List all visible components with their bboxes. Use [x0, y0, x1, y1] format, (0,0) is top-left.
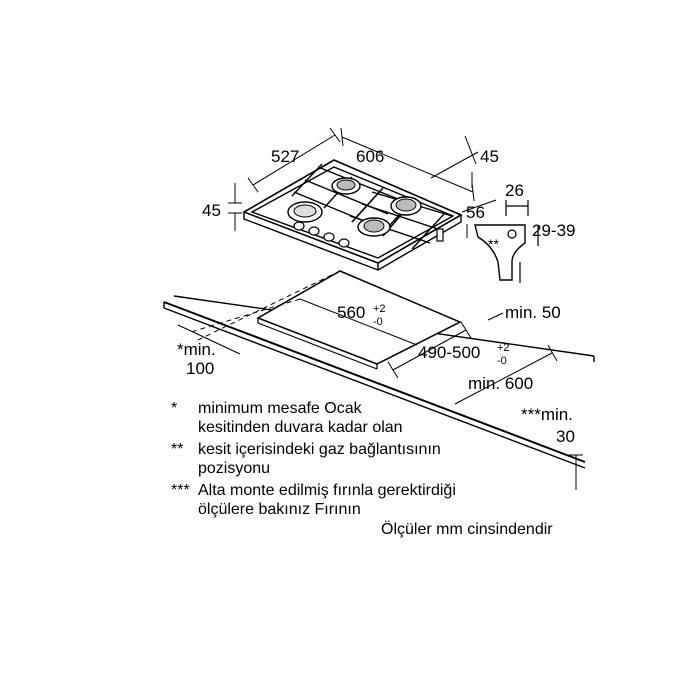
dim-back-min: min. 50 — [505, 303, 561, 322]
note-3-line-1: Alta monte edilmiş fırınla gerektirdiği — [198, 482, 456, 499]
dim-cutout-width: 560 — [337, 303, 365, 322]
note-3-mark: *** — [171, 482, 190, 499]
dim-top-offset: 45 — [480, 147, 499, 166]
note-1-line-1: minimum mesafe Ocak — [198, 400, 362, 417]
dim-side-min-value: 100 — [186, 359, 214, 378]
worktop-drawing — [163, 270, 595, 469]
dim-cutout-width-tol-plus: +2 — [373, 303, 386, 315]
dim-bottom-min-label: ***min. — [521, 405, 573, 424]
dim-front-min: min. 600 — [468, 374, 533, 393]
hob-drawing — [242, 159, 463, 271]
gas-connector-stub — [436, 228, 444, 242]
dim-cutout-depth: 490-500 — [418, 343, 480, 362]
dim-cutout-depth-tol-minus: -0 — [497, 355, 507, 367]
note-2-line-2: pozisyonu — [198, 460, 271, 477]
burner-rear-right — [390, 196, 422, 216]
dim-connector-width: 26 — [505, 181, 524, 200]
dim-cutout-depth-tol-plus: +2 — [497, 342, 510, 354]
note-2-mark: ** — [171, 441, 184, 458]
dim-side-min-label: *min. — [177, 340, 216, 359]
dim-bottom-min-value: 30 — [556, 427, 575, 446]
burner-front-right — [357, 217, 391, 237]
note-2-line-1: kesit içerisindeki gaz bağlantısının — [198, 441, 441, 458]
control-knobs — [293, 221, 350, 248]
note-1-line-2: kesitinden duvara kadar olan — [198, 419, 403, 436]
dim-hob-depth: 527 — [271, 147, 299, 166]
burner-front-left — [287, 201, 323, 223]
dim-cutout-width-tol-minus: -0 — [373, 316, 383, 328]
connector-detail — [474, 200, 539, 283]
worktop-dimension-lines — [177, 298, 583, 490]
connector-mark: ** — [488, 236, 499, 252]
units-note: Ölçüler mm cinsindendir — [381, 521, 553, 538]
hob-dimension-lines — [228, 127, 497, 238]
note-3-line-2: ölçülere bakınız Fırının — [198, 501, 361, 518]
dim-hob-width: 606 — [356, 147, 384, 166]
dim-side-depth: 56 — [466, 203, 485, 222]
burner-rear-left — [331, 177, 361, 195]
note-1-mark: * — [171, 400, 178, 417]
dim-connector-range: 29-39 — [532, 221, 575, 240]
dim-left-height: 45 — [202, 201, 221, 220]
